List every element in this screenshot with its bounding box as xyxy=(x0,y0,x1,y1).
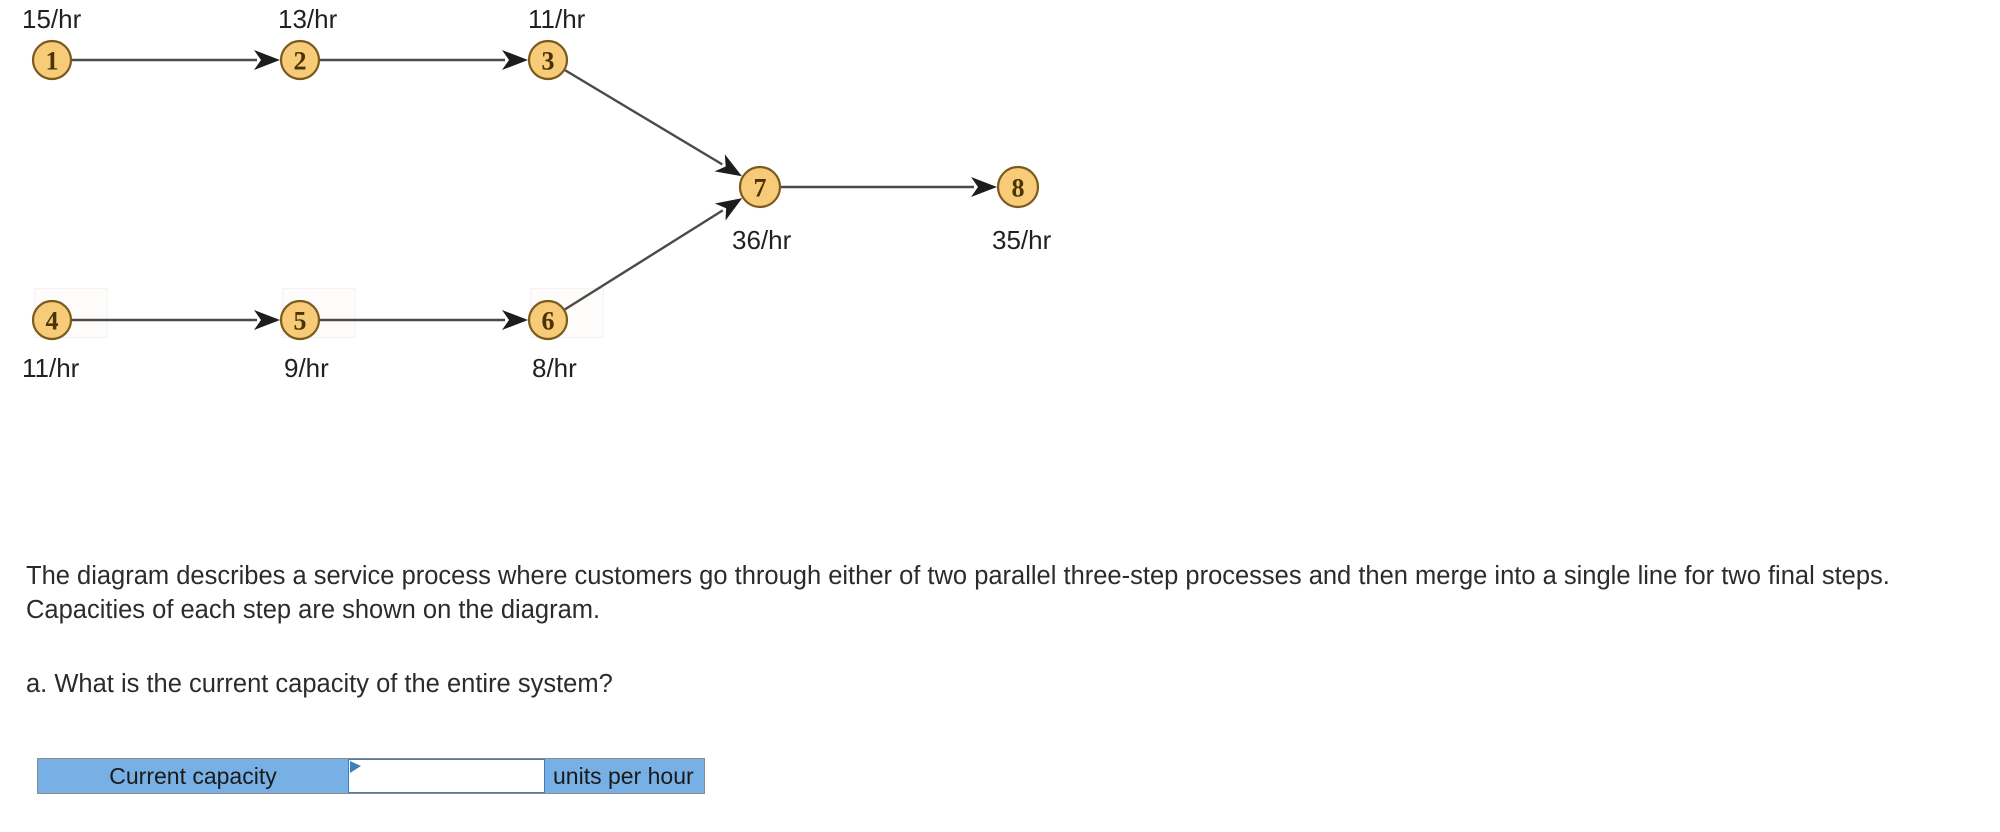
edges-layer xyxy=(72,50,997,330)
node-5: 5 xyxy=(279,299,321,341)
node-8: 8 xyxy=(996,165,1040,209)
arrowhead-icon xyxy=(254,50,280,70)
node-disc-3 xyxy=(527,39,569,81)
node-2: 2 xyxy=(279,39,321,81)
node-disc-5 xyxy=(279,299,321,341)
capacity-label-node-3: 11/hr xyxy=(528,4,586,34)
answer-input-cell[interactable] xyxy=(348,759,545,793)
node-label-7: 7 xyxy=(754,174,767,203)
node-label-3: 3 xyxy=(542,47,555,76)
node-label-8: 8 xyxy=(1012,174,1025,203)
arrowhead-icon xyxy=(502,50,528,70)
node-disc-2 xyxy=(279,39,321,81)
edge-line xyxy=(564,69,723,166)
node-disc-4 xyxy=(31,299,73,341)
capacity-label-node-5: 9/hr xyxy=(284,353,329,383)
arrowhead-icon xyxy=(502,310,528,330)
node-6: 6 xyxy=(527,299,569,341)
node-label-2: 2 xyxy=(294,47,307,76)
capacity-label-node-7: 36/hr xyxy=(732,225,792,255)
description-block: The diagram describes a service process … xyxy=(26,560,1956,627)
edge-5-to-6 xyxy=(320,310,528,330)
capacity-label-node-1: 15/hr xyxy=(22,4,82,34)
node-label-5: 5 xyxy=(294,307,307,336)
node-disc-1 xyxy=(31,39,73,81)
node-label-1: 1 xyxy=(46,47,59,76)
node-3: 3 xyxy=(527,39,569,81)
edge-6-to-7 xyxy=(564,198,743,311)
arrowhead-icon xyxy=(714,198,743,221)
edge-1-to-2 xyxy=(72,50,280,70)
answer-units-label: units per hour xyxy=(553,762,694,789)
question-a-text: a. What is the current capacity of the e… xyxy=(26,670,613,698)
node-label-4: 4 xyxy=(46,307,59,336)
capacity-label-node-2: 13/hr xyxy=(278,4,338,34)
nodes-layer: 1 2 3 4 5 6 7 8 xyxy=(31,39,1040,341)
node-7: 7 xyxy=(738,165,782,209)
current-capacity-input[interactable] xyxy=(348,759,545,793)
answer-row-label: Current capacity xyxy=(109,762,277,789)
node-1: 1 xyxy=(31,39,73,81)
edge-4-to-5 xyxy=(72,310,280,330)
node-disc-8 xyxy=(996,165,1040,209)
edge-7-to-8 xyxy=(781,177,997,197)
arrowhead-icon xyxy=(254,310,280,330)
edge-2-to-3 xyxy=(320,50,528,70)
capacity-label-node-8: 35/hr xyxy=(992,225,1052,255)
diagram-canvas: 1 2 3 4 5 6 7 8 xyxy=(31,39,1040,341)
node-label-6: 6 xyxy=(542,307,555,336)
edge-line xyxy=(564,209,724,311)
node-disc-6 xyxy=(527,299,569,341)
node-disc-7 xyxy=(738,165,782,209)
arrowhead-icon xyxy=(971,177,997,197)
capacity-label-node-6: 8/hr xyxy=(532,353,577,383)
edge-3-to-7 xyxy=(564,69,742,177)
node-4: 4 xyxy=(31,299,73,341)
capacity-label-node-4: 11/hr xyxy=(22,353,80,383)
process-flow-diagram: 1 2 3 4 5 6 7 8 15/hr 13/hr 11/hr 11/hr 9/hr 8/hr 36/… xyxy=(0,0,1450,400)
description-paragraph: The diagram describes a service process … xyxy=(26,562,1890,624)
answer-entry-widget: Current capacity units per hour xyxy=(37,758,705,794)
arrowhead-icon xyxy=(714,154,742,177)
